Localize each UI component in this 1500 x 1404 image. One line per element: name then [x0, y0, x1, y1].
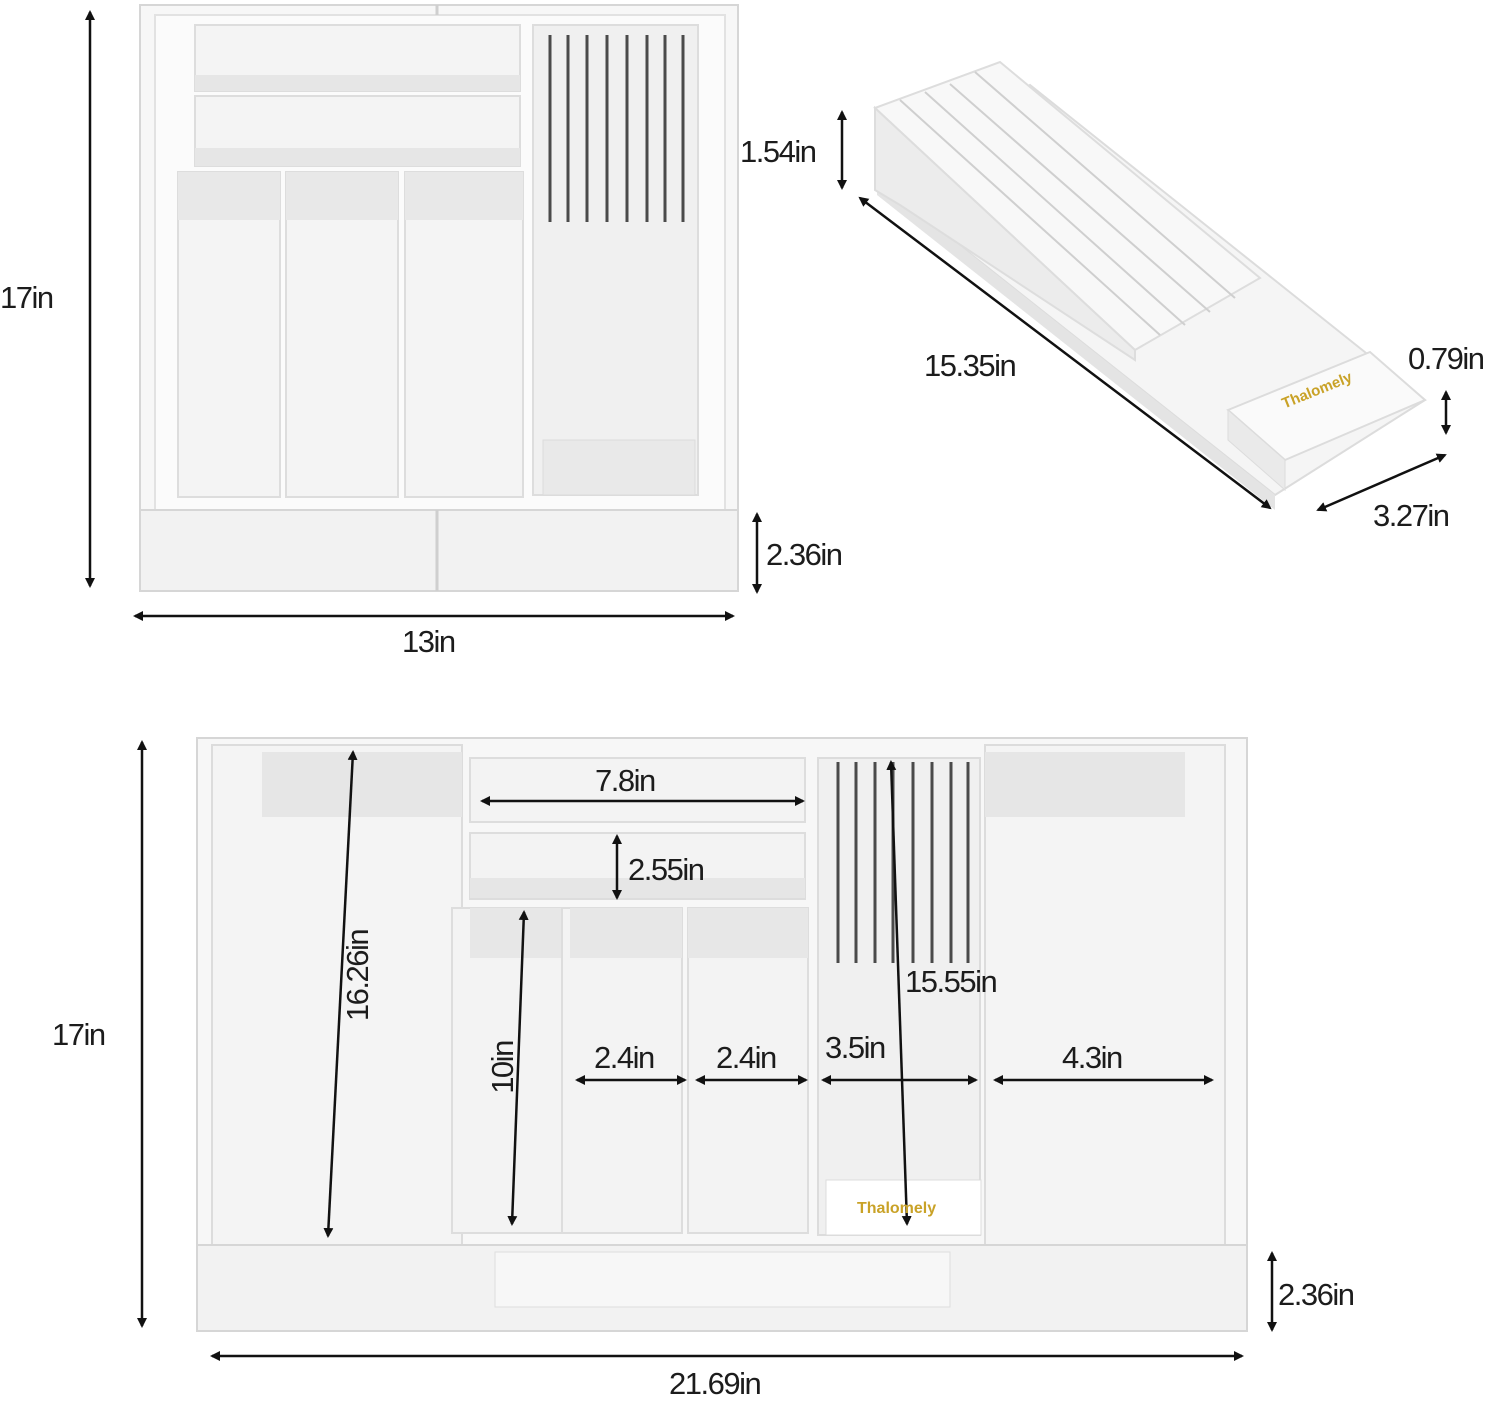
expanded-tray — [196, 737, 1248, 1332]
block-height-label: 1.54in — [740, 134, 817, 169]
knife-length-label: 15.55in — [905, 964, 998, 999]
knife-block-illustration — [873, 60, 1427, 510]
slot-width-a-label: 2.4in — [594, 1040, 655, 1075]
compact-tray — [139, 4, 739, 592]
top-compartment-width-label: 7.8in — [595, 763, 656, 798]
expanded-tray-arrows — [137, 740, 1277, 1361]
compact-depth-label: 2.36in — [766, 537, 843, 572]
utensil-length-label: 10in — [484, 1041, 520, 1094]
block-width-label: 3.27in — [1373, 498, 1450, 533]
tray-brand-logo: Thalomely — [857, 1200, 937, 1217]
expanded-height-label: 17in — [52, 1017, 106, 1052]
side-width-label: 4.3in — [1062, 1040, 1123, 1075]
block-length-label: 15.35in — [924, 348, 1017, 383]
small-compartment-height-label: 2.55in — [628, 852, 705, 887]
knife-block-arrows — [837, 110, 1451, 512]
compact-width-label: 13in — [402, 624, 456, 659]
expanded-width-label: 21.69in — [669, 1366, 762, 1401]
block-base-height-label: 0.79in — [1408, 341, 1485, 376]
slot-width-b-label: 2.4in — [716, 1040, 777, 1075]
expanded-depth-label: 2.36in — [1278, 1277, 1355, 1312]
knife-section-width-label: 3.5in — [825, 1030, 886, 1065]
side-length-label: 16.26in — [340, 929, 376, 1022]
compact-height-label: 17in — [0, 280, 54, 315]
compact-tray-arrows — [85, 9, 762, 621]
